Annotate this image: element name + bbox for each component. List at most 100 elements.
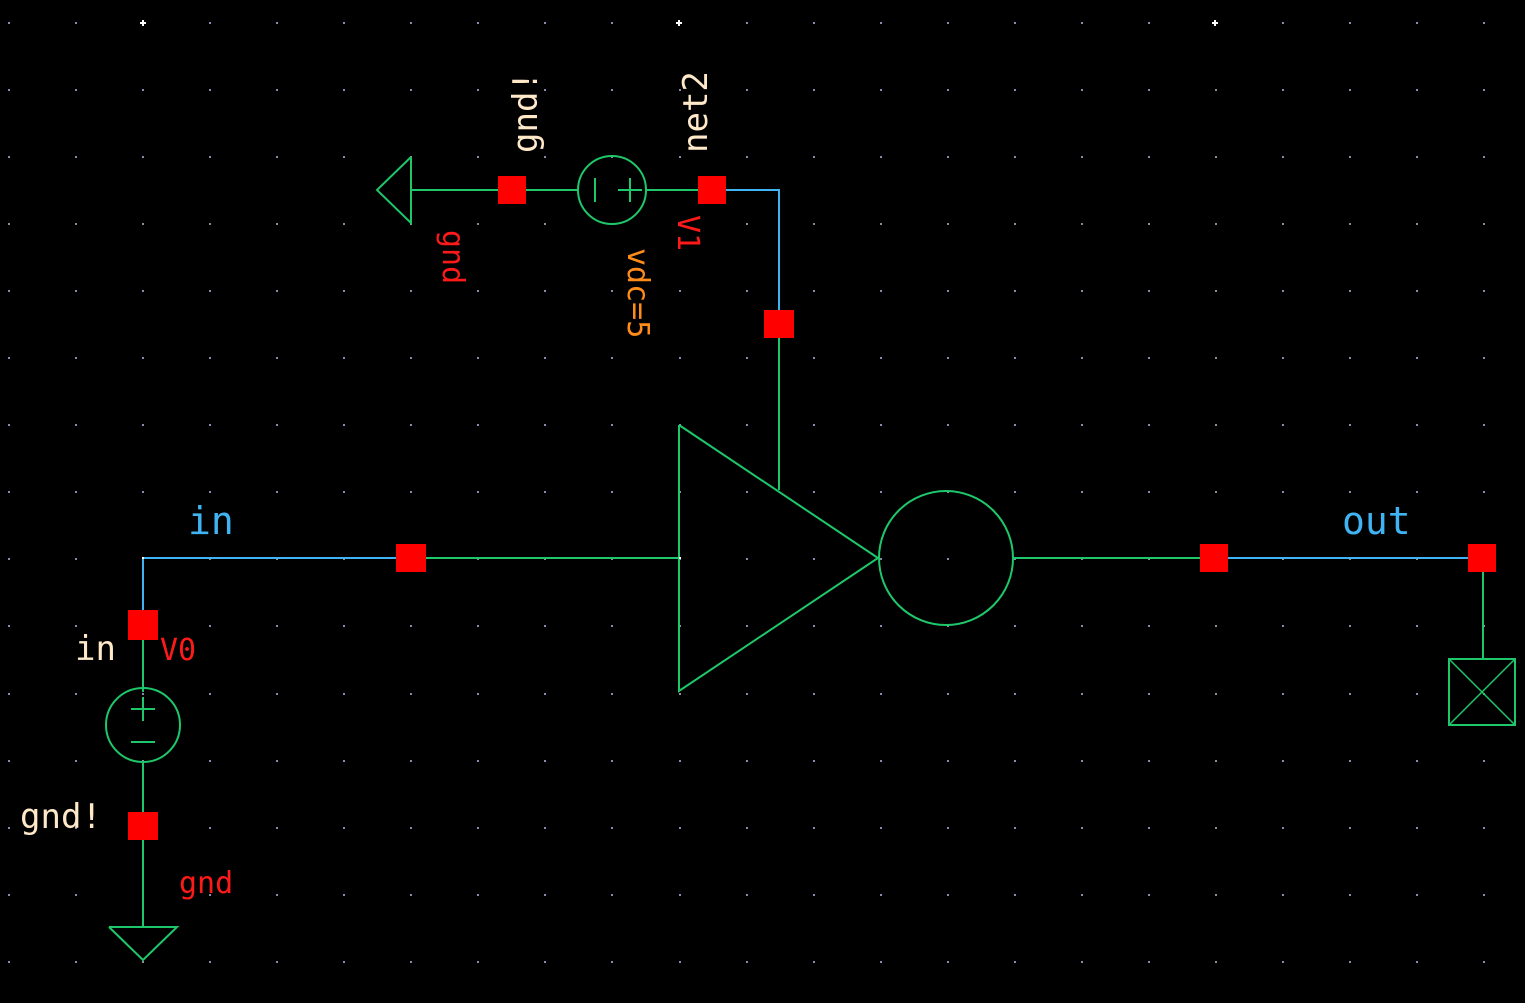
- grid-dot: [880, 961, 882, 963]
- pin-inverter-in[interactable]: [396, 544, 426, 572]
- grid-dot: [8, 89, 10, 91]
- grid-dot: [1483, 156, 1485, 158]
- grid-dot: [1148, 827, 1150, 829]
- grid-dot: [1014, 156, 1016, 158]
- grid-dot: [276, 961, 278, 963]
- grid-dot: [813, 693, 815, 695]
- grid-dot: [209, 357, 211, 359]
- grid-dot: [947, 827, 949, 829]
- grid-dot: [611, 961, 613, 963]
- grid-dot: [75, 760, 77, 762]
- grid-dot: [611, 290, 613, 292]
- ground-bottom[interactable]: [108, 926, 180, 962]
- grid-dot: [410, 625, 412, 627]
- grid-dot: [1416, 625, 1418, 627]
- output-pin[interactable]: [1448, 658, 1516, 726]
- grid-dot: [1416, 961, 1418, 963]
- grid-dot: [880, 156, 882, 158]
- grid-dot: [276, 625, 278, 627]
- grid-dot: [813, 491, 815, 493]
- grid-dot: [880, 827, 882, 829]
- grid-dot: [8, 22, 10, 24]
- grid-dot: [1416, 491, 1418, 493]
- grid-dot: [1349, 827, 1351, 829]
- grid-dot: [8, 961, 10, 963]
- grid-dot: [1282, 290, 1284, 292]
- grid-dot: [1483, 760, 1485, 762]
- grid-dot: [209, 894, 211, 896]
- grid-dot: [1416, 357, 1418, 359]
- grid-dot: [544, 357, 546, 359]
- pin-out-terminal[interactable]: [1468, 544, 1496, 572]
- ground-bottom-symbol: [108, 926, 180, 962]
- grid-dot: [1215, 156, 1217, 158]
- grid-dot: [1282, 693, 1284, 695]
- pin-v0-plus[interactable]: [128, 610, 158, 640]
- grid-dot: [880, 22, 882, 24]
- grid-dot: [880, 424, 882, 426]
- grid-dot: [813, 223, 815, 225]
- grid-dot: [1014, 693, 1016, 695]
- pin-v0-minus[interactable]: [128, 812, 158, 840]
- grid-dot: [1014, 223, 1016, 225]
- ground-top[interactable]: [375, 156, 498, 226]
- grid-dot: [75, 558, 77, 560]
- grid-dot: [1282, 156, 1284, 158]
- grid-dot: [880, 760, 882, 762]
- grid-dot: [8, 693, 10, 695]
- grid-dot: [1282, 760, 1284, 762]
- pin-v1-minus[interactable]: [498, 176, 526, 204]
- grid-dot: [746, 760, 748, 762]
- grid-dot: [1081, 894, 1083, 896]
- grid-dot: [142, 491, 144, 493]
- grid-dot: [1148, 290, 1150, 292]
- grid-dot: [1014, 22, 1016, 24]
- grid-dot: [1215, 760, 1217, 762]
- grid-dot: [1282, 357, 1284, 359]
- grid-dot: [880, 491, 882, 493]
- grid-dot: [544, 827, 546, 829]
- grid-dot: [343, 156, 345, 158]
- wire-net2[interactable]: [726, 189, 780, 310]
- grid-dot: [813, 760, 815, 762]
- grid-major-mark: [676, 20, 682, 26]
- grid-dot: [8, 827, 10, 829]
- grid-dot: [1215, 491, 1217, 493]
- grid-dot: [477, 424, 479, 426]
- grid-dot: [75, 223, 77, 225]
- grid-dot: [544, 156, 546, 158]
- grid-dot: [1282, 625, 1284, 627]
- pin-v1-plus[interactable]: [698, 176, 726, 204]
- grid-dot: [1014, 827, 1016, 829]
- grid-dot: [1349, 894, 1351, 896]
- grid-dot: [410, 894, 412, 896]
- grid-dot: [611, 760, 613, 762]
- grid-dot: [544, 22, 546, 24]
- grid-dot: [813, 89, 815, 91]
- grid-dot: [611, 89, 613, 91]
- grid-dot: [679, 827, 681, 829]
- grid-dot: [1081, 827, 1083, 829]
- pin-inverter-vdd[interactable]: [764, 310, 794, 338]
- grid-dot: [746, 424, 748, 426]
- grid-dot: [1014, 424, 1016, 426]
- grid-dot: [544, 424, 546, 426]
- pin-inverter-out[interactable]: [1200, 544, 1228, 572]
- grid-dot: [410, 357, 412, 359]
- grid-dot: [75, 22, 77, 24]
- grid-dot: [1483, 223, 1485, 225]
- grid-dot: [1282, 424, 1284, 426]
- grid-dot: [1215, 223, 1217, 225]
- grid-dot: [477, 89, 479, 91]
- grid-dot: [1014, 89, 1016, 91]
- grid-dot: [477, 290, 479, 292]
- grid-dot: [1148, 156, 1150, 158]
- grid-dot: [1282, 827, 1284, 829]
- grid-dot: [1081, 290, 1083, 292]
- grid-dot: [477, 625, 479, 627]
- grid-dot: [813, 894, 815, 896]
- grid-dot: [209, 827, 211, 829]
- grid-dot: [947, 424, 949, 426]
- grid-dot: [813, 357, 815, 359]
